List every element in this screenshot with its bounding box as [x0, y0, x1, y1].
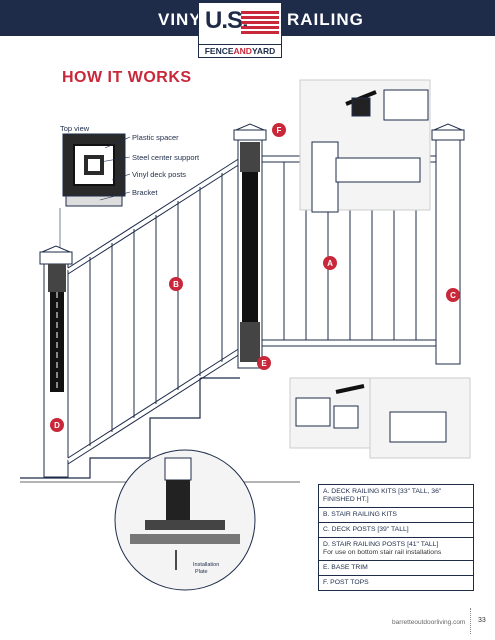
top-view-inset — [59, 133, 131, 250]
parts-legend: A. DECK RAILING KITS [33" TALL, 36" FINI… — [318, 484, 474, 591]
marker-f: F — [272, 123, 286, 137]
footer-separator — [470, 608, 472, 634]
marker-f-label: F — [277, 126, 282, 135]
footer-url[interactable]: barretteoutdoorliving.com — [392, 619, 466, 626]
logo-stripes — [241, 11, 279, 37]
legend-item-b: B. STAIR RAILING KITS — [318, 507, 474, 522]
installation-plate-label-2: Plate — [195, 569, 208, 575]
page-number: 33 — [478, 617, 486, 624]
installation-plate-label-1: Installation — [193, 562, 219, 568]
callout-bracket: Bracket — [132, 188, 158, 197]
stair-rail-b — [66, 157, 242, 465]
installation-plate-detail — [114, 449, 256, 591]
marker-b-label: B — [173, 280, 179, 289]
callout-plastic-spacer: Plastic spacer — [132, 133, 179, 142]
marker-a: A — [323, 256, 337, 270]
deck-post-c — [431, 123, 465, 365]
header-word-railing: RAILING — [287, 10, 364, 29]
legend-item-d-note: For use on bottom stair rail installatio… — [323, 549, 442, 556]
brand-logo: U.S. FENCEANDYARD — [198, 2, 282, 58]
marker-b: B — [169, 277, 183, 291]
callout-vinyl-deck-posts: Vinyl deck posts — [132, 170, 187, 179]
marker-d-label: D — [54, 421, 60, 430]
legend-item-d: D. STAIR RAILING POSTS [41" TALL]For use… — [318, 537, 474, 560]
callout-steel-center-support: Steel center support — [132, 153, 200, 162]
marker-d: D — [50, 418, 64, 432]
legend-item-c: C. DECK POSTS [39" TALL] — [318, 522, 474, 537]
section-title: HOW IT WORKS — [62, 69, 192, 86]
legend-item-f: F. POST TOPS — [318, 575, 474, 591]
bracket-detail-top — [299, 79, 431, 213]
logo-subtitle: FENCEANDYARD — [198, 44, 282, 58]
top-view-title: Top view — [60, 124, 90, 133]
bracket-detail-bottom — [289, 377, 471, 459]
legend-item-e: E. BASE TRIM — [318, 560, 474, 575]
marker-a-label: A — [327, 259, 333, 268]
marker-c-label: C — [450, 291, 456, 300]
marker-e-label: E — [261, 359, 267, 368]
stair-post-d — [39, 245, 73, 478]
marker-c: C — [446, 288, 460, 302]
legend-item-a: A. DECK RAILING KITS [33" TALL, 36" FINI… — [318, 484, 474, 507]
middle-post — [233, 123, 267, 369]
marker-e: E — [257, 356, 271, 370]
